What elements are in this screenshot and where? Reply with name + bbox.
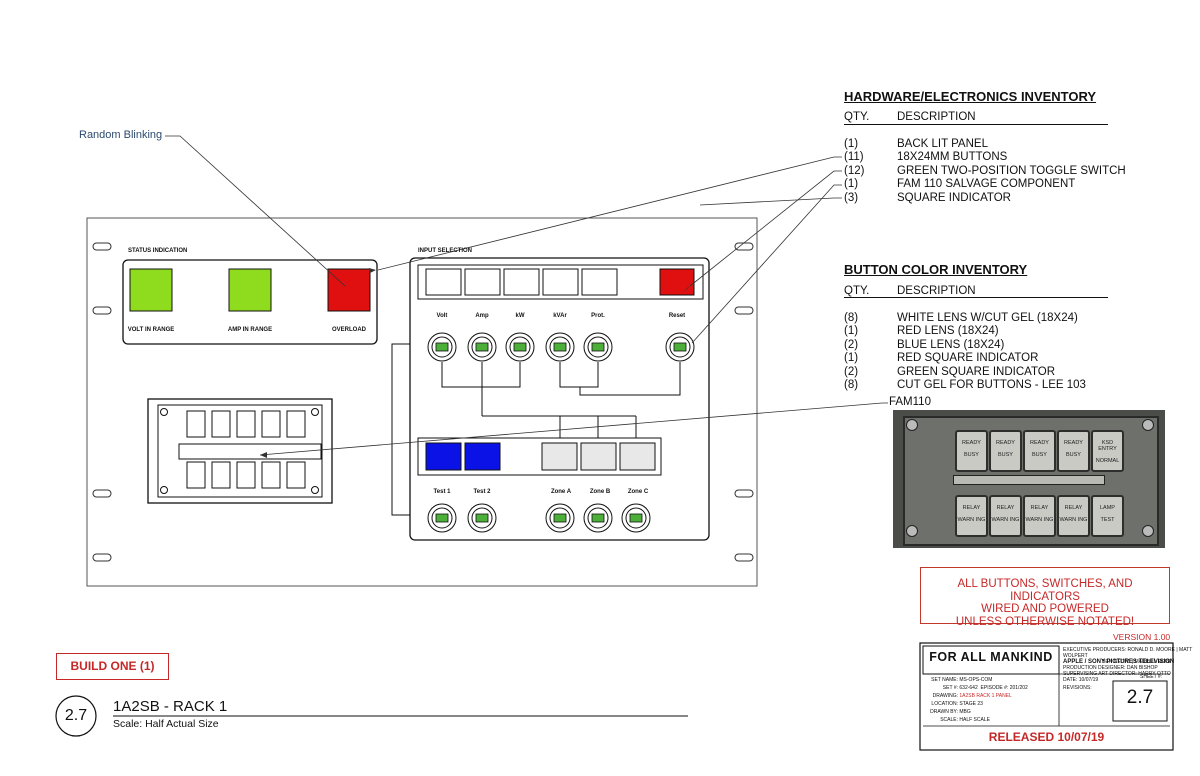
switch-label-zone-a: Zone A xyxy=(550,489,572,495)
list-item: (1)BACK LIT PANEL xyxy=(844,138,988,150)
title-block-fields: SET NAME: MS-OPS-COM SET #: 632-642 EPIS… xyxy=(930,677,1028,723)
notice-line: ALL BUTTONS, SWITCHES, AND INDICATORS xyxy=(957,578,1133,603)
callout-leaders xyxy=(165,135,888,456)
input-selection-box xyxy=(409,257,710,541)
mount-slots xyxy=(92,242,754,562)
list-item: (8)WHITE LENS W/CUT GEL (18X24) xyxy=(844,312,1078,324)
hardware-desc-header: DESCRIPTION xyxy=(897,111,976,123)
switch-label-test-1: Test 1 xyxy=(433,489,451,495)
sheet-label: SHEET #: xyxy=(1140,674,1163,680)
list-item: (2)BLUE LENS (18X24) xyxy=(844,338,1005,351)
input-selection-title: INPUT SELECTION xyxy=(418,248,473,254)
button-desc-header: DESCRIPTION xyxy=(897,285,976,297)
toggle-switch[interactable] xyxy=(427,503,457,533)
date-label: DATE: 10/07/19 xyxy=(1063,677,1099,683)
toggle-switches xyxy=(427,332,695,533)
zone-buttons xyxy=(541,442,656,471)
hardware-inventory-list: (1)BACK LIT PANEL (11)18X24MM BUTTONS (1… xyxy=(844,138,1126,205)
list-item: (2)GREEN SQUARE INDICATOR xyxy=(844,365,1056,378)
revisions-label: REVISIONS: xyxy=(1063,685,1092,691)
released-label: RELEASED 10/07/19 xyxy=(988,730,1105,744)
sheet-ref-number: 2.7 xyxy=(64,707,88,724)
overload-label: OVERLOAD xyxy=(331,327,366,333)
button-inventory-title: BUTTON COLOR INVENTORY xyxy=(844,262,1028,277)
overload-indicator xyxy=(327,268,371,312)
studio-label: APPLE / SONY PICTURES TELEVISION xyxy=(1063,659,1175,665)
test-2-blue-button xyxy=(464,442,501,471)
toggle-switch[interactable] xyxy=(665,332,695,362)
list-item: (12)GREEN TWO-POSITION TOGGLE SWITCH xyxy=(844,164,1126,177)
list-item: (8)CUT GEL FOR BUTTONS - LEE 103 xyxy=(844,379,1086,392)
list-item: (1)RED LENS (18X24) xyxy=(844,325,999,338)
switch-label-kvar: kVAr xyxy=(553,313,567,319)
wiring-notice: ALL BUTTONS, SWITCHES, AND INDICATORS WI… xyxy=(920,567,1170,628)
version-label: VERSION 1.00 xyxy=(1113,632,1171,642)
toggle-switch[interactable] xyxy=(467,503,497,533)
production-credits: PRODUCTION DESIGNER: DAN BISHOP SUPERVIS… xyxy=(1063,665,1171,677)
switch-label-amp: Amp xyxy=(475,313,489,319)
fam110-callout: FAM110 xyxy=(889,396,931,408)
hardware-inventory-title: HARDWARE/ELECTRONICS INVENTORY xyxy=(844,89,1097,104)
toggle-switch[interactable] xyxy=(583,332,613,362)
amp-in-range-label: AMP IN RANGE xyxy=(227,327,273,333)
status-indication-title: STATUS INDICATION xyxy=(128,248,188,254)
toggle-switch[interactable] xyxy=(467,332,497,362)
button-inventory-list: (8)WHITE LENS W/CUT GEL (18X24) (1)RED L… xyxy=(844,312,1086,392)
notice-line: UNLESS OTHERWISE NOTATED! xyxy=(955,615,1135,628)
fam110-screws xyxy=(160,408,319,494)
hardware-qty-header: QTY. xyxy=(844,111,870,123)
toggle-switch[interactable] xyxy=(505,332,535,362)
switch-label-zone-c: Zone C xyxy=(627,489,649,495)
switch-label-zone-b: Zone B xyxy=(589,489,611,495)
sheet-ref-title: 1A2SB - RACK 1 xyxy=(113,698,228,715)
notice-line: WIRED AND POWERED xyxy=(981,603,1109,615)
switch-label-kw: kW xyxy=(515,313,525,319)
button-qty-header: QTY. xyxy=(844,285,870,297)
volt-in-range-label: VOLT IN RANGE xyxy=(127,327,175,333)
list-item: (3)SQUARE INDICATOR xyxy=(844,191,1011,204)
switch-label-reset: Reset xyxy=(668,313,686,319)
switch-label-test-2: Test 2 xyxy=(473,489,491,495)
show-logo: FOR ALL MANKIND xyxy=(929,650,1053,664)
sheet-number: 2.7 xyxy=(1126,687,1154,708)
toggle-switch[interactable] xyxy=(427,332,457,362)
build-one-label: BUILD ONE (1) xyxy=(56,653,169,680)
arrowheads xyxy=(260,268,690,458)
volt-in-range-indicator xyxy=(129,268,173,312)
top-buttons xyxy=(425,268,618,296)
random-blinking-callout: Random Blinking xyxy=(79,129,163,141)
list-item: (1)FAM 110 SALVAGE COMPONENT xyxy=(844,178,1076,191)
toggle-switch[interactable] xyxy=(583,503,613,533)
test-1-blue-button xyxy=(425,442,462,471)
list-item: (1)RED SQUARE INDICATOR xyxy=(844,352,1039,365)
toggle-switch[interactable] xyxy=(545,332,575,362)
toggle-switch[interactable] xyxy=(621,503,651,533)
reset-red-button xyxy=(659,268,695,296)
amp-in-range-indicator xyxy=(228,268,272,312)
sheet-ref-scale: Scale: Half Actual Size xyxy=(113,718,219,730)
toggle-switch[interactable] xyxy=(545,503,575,533)
fam110-buttons xyxy=(178,410,322,489)
switch-label-volt: Volt xyxy=(436,313,448,319)
title-block-credits: EXECUTIVE PRODUCERS: RONALD D. MOORE | M… xyxy=(1063,647,1193,665)
sheet-ref-circle xyxy=(55,695,97,737)
switch-label-prot: Prot. xyxy=(591,313,605,319)
list-item: (11)18X24MM BUTTONS xyxy=(844,151,1008,164)
